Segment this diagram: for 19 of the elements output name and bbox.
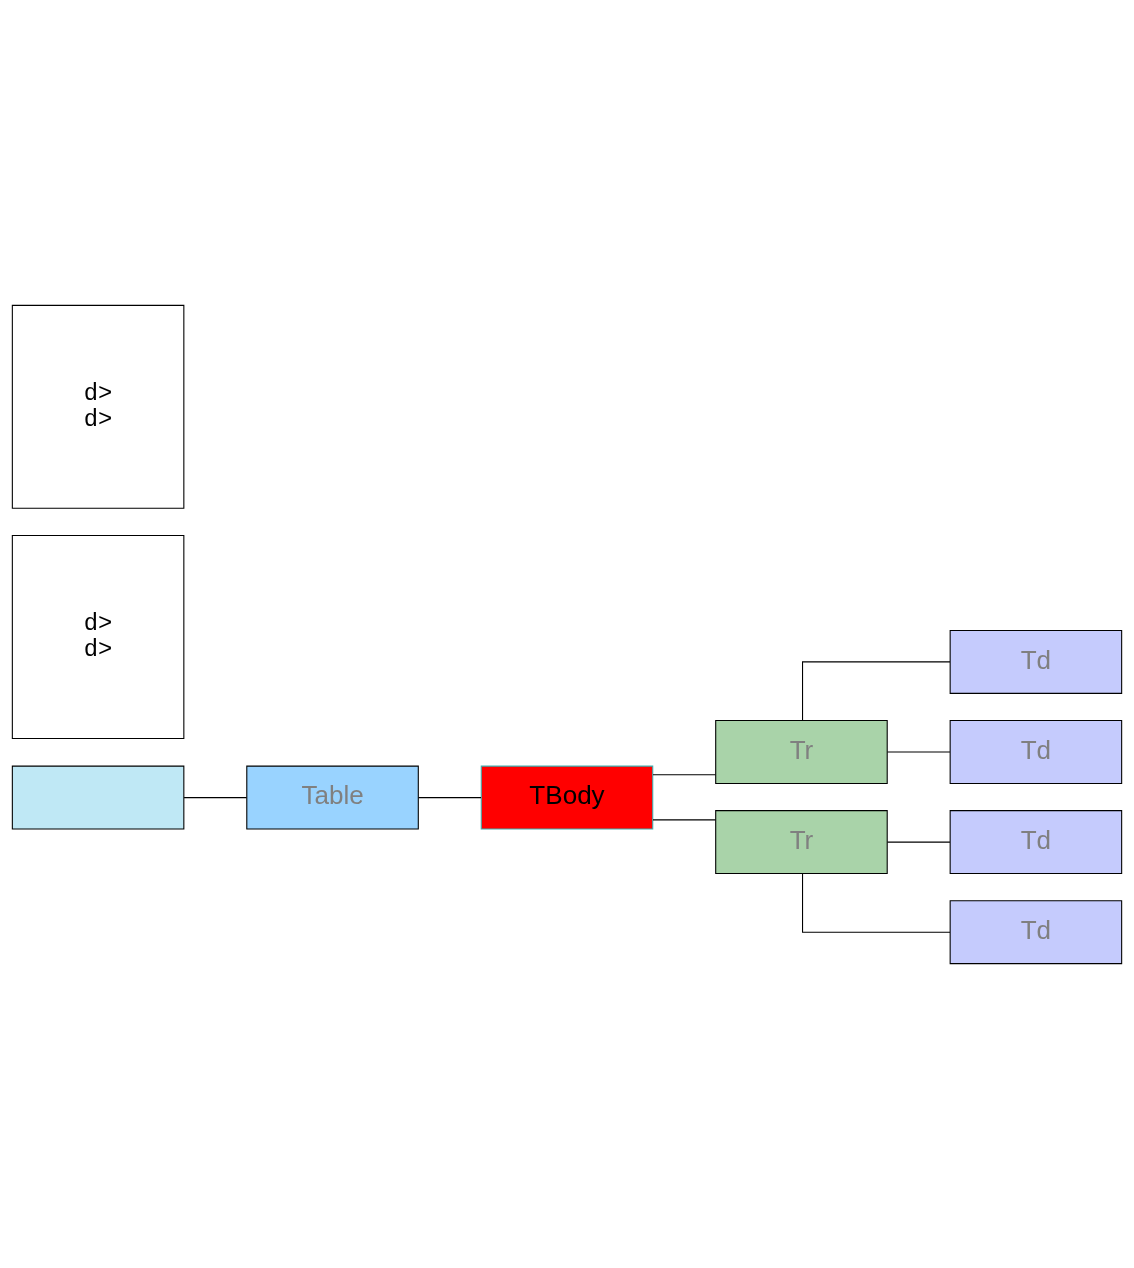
connector (417, 796, 482, 798)
node-box: Tr (715, 809, 888, 874)
node-box: Tr (715, 719, 888, 784)
connector (886, 750, 951, 753)
connector (802, 660, 951, 721)
connector (183, 796, 248, 798)
node-box (11, 765, 185, 830)
connector (652, 773, 717, 775)
node-box: d> d> (11, 534, 185, 739)
node-box: Td (949, 809, 1123, 874)
connector (652, 818, 717, 820)
node-box: Td (949, 719, 1123, 784)
node-box: Td (949, 899, 1123, 964)
connector (802, 872, 951, 933)
node-box: TBody (480, 765, 654, 830)
node-box: Td (949, 629, 1123, 694)
node-box: d> d> (11, 304, 185, 509)
connector (886, 841, 951, 843)
node-box: Table (246, 765, 419, 830)
